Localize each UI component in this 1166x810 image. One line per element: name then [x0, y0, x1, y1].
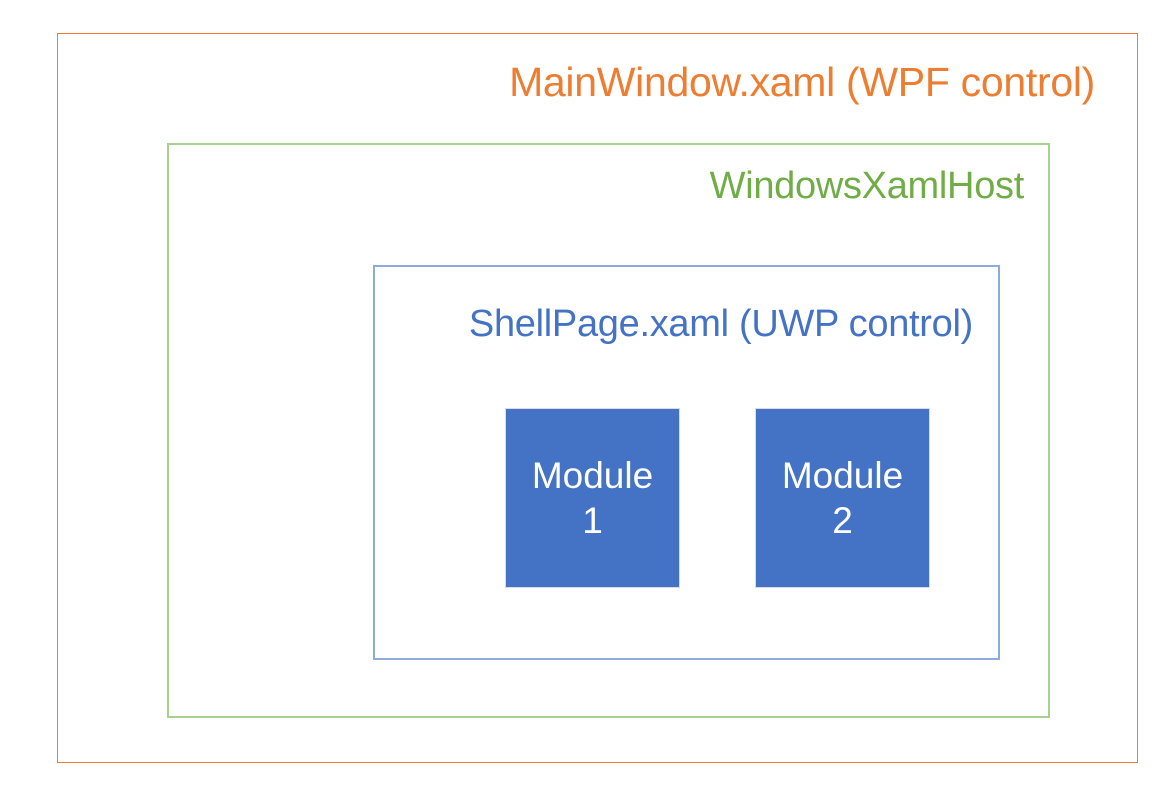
module-box-2-index: 2 — [832, 500, 853, 541]
container-windowsxamlhost: WindowsXamlHost ShellPage.xaml (UWP cont… — [167, 143, 1050, 718]
module-box-2-name: Module — [781, 454, 904, 496]
container-shellpage-xaml-label: ShellPage.xaml (UWP control) — [468, 303, 973, 345]
container-windowsxamlhost-label: WindowsXamlHost — [709, 165, 1025, 207]
container-shellpage-xaml: ShellPage.xaml (UWP control) Module 1 Mo… — [373, 265, 1000, 660]
modules-row: Module 1 Module 2 — [375, 267, 998, 658]
module-box-1-index: 1 — [582, 500, 603, 541]
module-box-2: Module 2 — [755, 408, 930, 588]
container-mainwindow-xaml-label: MainWindow.xaml (WPF control) — [509, 59, 1095, 105]
container-mainwindow-xaml: MainWindow.xaml (WPF control) WindowsXam… — [57, 33, 1138, 763]
module-box-1: Module 1 — [505, 408, 680, 588]
module-box-1-name: Module — [531, 454, 654, 496]
